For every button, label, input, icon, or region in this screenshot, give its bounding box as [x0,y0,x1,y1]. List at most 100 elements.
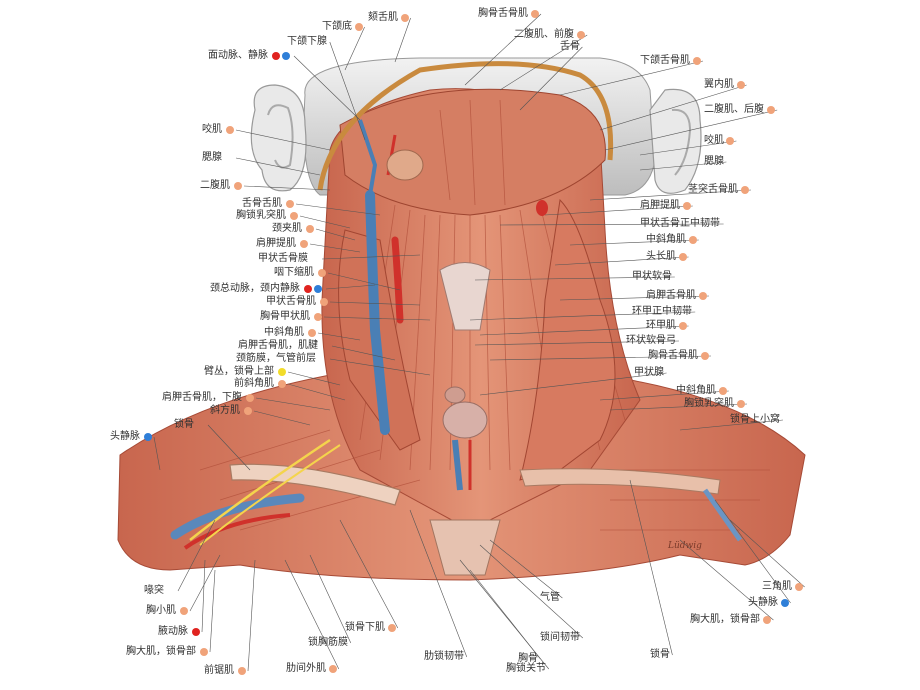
label-l41: 中斜角肌 [676,385,716,396]
label-l64: 前锯肌 [204,665,234,676]
label-l10: 二腹肌、后腹 [704,104,764,115]
leader-line-l4 [499,34,588,91]
label-l32: 环甲肌 [646,320,676,331]
label-l43: 胸锁乳突肌 [684,398,734,409]
label-l45: 锁骨上小窝 [730,414,780,425]
label-l33: 胸骨甲状肌 [260,311,310,322]
label-l8: 下颌舌骨肌 [640,55,690,66]
label-dot-l32 [678,322,687,330]
sternocleidomastoid-right [519,198,616,481]
leader-line-l32 [479,325,689,336]
leader-line-l19 [299,215,351,229]
label-l42: 前斜角肌 [234,378,274,389]
label-dot-l55 [387,624,396,632]
leader-line-l2 [394,17,411,63]
leader-line-l17 [295,203,381,216]
label-l6: 下颌下腺 [287,36,327,47]
label-l38: 甲状腺 [634,367,664,378]
leader-line-l28 [559,295,710,301]
leader-line-l14 [639,161,727,171]
leader-line-l59 [309,554,352,644]
leader-line-l1 [344,26,365,71]
label-l4: 二腹肌、前腹 [514,29,574,40]
label-dot-l33 [314,313,322,321]
leader-line-l20 [499,223,724,226]
leader-line-l40 [287,371,341,386]
leader-line-l35 [317,332,361,341]
label-l1: 下颌底 [322,21,352,32]
leader-line-l65 [284,559,340,670]
label-dot-l44 [246,394,254,402]
leader-line-l41 [599,390,729,401]
label-dot-l51 [780,599,789,607]
leader-line-l63 [459,559,550,670]
label-dot-l10 [767,106,776,114]
jugular-lower [452,439,463,491]
leader-line-l37 [331,345,396,361]
label-dot-l1 [354,23,363,31]
label-l26: 甲状软骨 [632,271,672,282]
leader-line-l22 [569,239,699,246]
label-dot-l54 [192,628,200,636]
leader-line-l50 [729,519,805,588]
internal-jugular-vein [365,190,390,435]
leader-line-l42 [287,383,346,401]
label-dot-l4 [577,31,586,39]
leader-line-l18 [544,205,693,216]
thyroid-lobe [444,386,466,404]
label-dot-l58 [200,648,208,656]
label-l27: 咽下缩肌 [274,267,314,278]
label-l58: 胸大肌，锁骨部 [126,646,196,657]
leader-line-l54 [201,559,206,633]
leader-line-l56 [489,539,563,599]
right-vessel-knot [536,200,548,216]
label-dot-l46 [244,407,252,415]
label-l12: 咬肌 [704,135,724,146]
leader-line-l24 [554,256,689,266]
leader-line-l26 [474,276,675,281]
label-l59: 锁胸筋膜 [308,637,348,648]
label-l65: 肋间外肌 [286,663,326,674]
leader-line-l21 [315,228,356,241]
leader-line-l29 [325,284,376,290]
leader-line-l8 [559,60,704,96]
label-dot-l64 [238,667,246,675]
label-l52: 胸小肌 [146,605,176,616]
left-ear [250,84,307,192]
leader-line-l23 [309,243,361,253]
label-dot-l31 [320,298,328,306]
label-l47: 锁骨 [174,419,194,430]
brachial-plexus [189,438,331,541]
label-dot-l3 [531,10,539,18]
mandible-rim [317,61,614,191]
leader-line-l38 [479,372,667,396]
leader-line-l5 [519,46,583,111]
label-l5: 舌骨 [560,41,580,52]
leader-line-l3 [464,13,542,86]
label-dot-l42 [278,380,286,388]
leader-line-l62 [629,479,673,656]
label-l23: 肩胛提肌 [256,238,296,249]
right-cephalic-vein [702,488,743,542]
label-l17: 舌骨舌肌 [242,198,282,209]
label-l14: 腮腺 [704,156,724,167]
leader-line-l7 [293,55,361,121]
label-dot-l16 [741,186,749,194]
label-l63: 胸锁关节 [506,663,546,674]
label-dot-l18 [682,202,691,210]
label-dot-l2 [400,14,409,22]
leader-line-l31 [329,301,421,306]
label-l35: 中斜角肌 [264,327,304,338]
label-l55: 锁骨下肌 [345,622,385,633]
label-l24: 头长肌 [646,251,676,262]
leader-line-l64 [247,559,256,672]
label-l34: 环状软骨弓 [626,335,676,346]
label-l51: 头静脉 [748,597,778,608]
label-dot-l36 [701,352,709,360]
label-dot-l9 [736,81,745,89]
label-dot-l11 [226,126,234,134]
label-dot-l48 [144,433,152,441]
leader-line-l58 [209,569,216,653]
label-dot-l43 [737,400,745,408]
